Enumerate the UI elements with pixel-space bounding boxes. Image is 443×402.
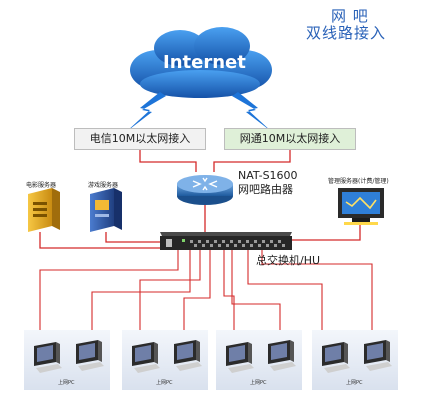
switch-port	[258, 244, 261, 247]
router-icon	[177, 175, 233, 205]
internet-cloud	[130, 27, 272, 98]
internet-label: Internet	[163, 52, 246, 73]
title-line-1: 网 吧	[331, 7, 369, 25]
switch-port	[234, 244, 237, 247]
switch-port	[250, 244, 253, 247]
isp-link-telecom: 电信10M以太网接入	[74, 128, 206, 150]
management-server-label: 管理服务器(计费/管理)	[328, 178, 389, 185]
switch-port	[226, 244, 229, 247]
switch-port	[210, 244, 213, 247]
title-line-2: 双线路接入	[306, 24, 387, 42]
pc-icon	[132, 342, 160, 373]
server-cables	[39, 225, 361, 249]
lightning-left-icon	[126, 92, 166, 132]
pc-icon	[34, 342, 62, 373]
switch-ports	[190, 240, 285, 247]
switch-port	[254, 240, 257, 243]
switch-port	[194, 244, 197, 247]
game-server-icon	[90, 188, 122, 232]
switch-port	[238, 240, 241, 243]
file-server-icon	[28, 188, 60, 232]
file-server-label: 电影服务器	[26, 182, 57, 189]
pc-label: 上网PC	[156, 380, 173, 386]
switch-port	[270, 240, 273, 243]
switch-port	[222, 240, 225, 243]
pc-label: 上网PC	[250, 380, 267, 386]
distribution-cables	[39, 250, 373, 330]
pc-icon	[322, 342, 350, 373]
switch-port	[202, 244, 205, 247]
switch-port	[246, 240, 249, 243]
switch-port	[274, 244, 277, 247]
pc-label: 上网PC	[58, 380, 75, 386]
switch-port	[230, 240, 233, 243]
switch-port	[266, 244, 269, 247]
pc-icon	[364, 340, 392, 371]
switch-label: 总交换机/HU	[256, 254, 321, 267]
switch-port	[262, 240, 265, 243]
pc-icons	[34, 340, 392, 373]
isp-link-netcom: 网通10M以太网接入	[224, 128, 356, 150]
switch-port	[278, 240, 281, 243]
switch-port	[198, 240, 201, 243]
uplink-cables	[139, 148, 291, 232]
lightning-right-icon	[232, 92, 272, 132]
game-server-label: 游戏服务器	[88, 182, 119, 189]
pc-icon	[174, 340, 202, 371]
switch-port	[190, 240, 193, 243]
pc-icon	[226, 342, 254, 373]
pc-label: 上网PC	[346, 380, 363, 386]
router-name: 网吧路由器	[238, 183, 293, 196]
switch-port	[206, 240, 209, 243]
switch-port	[218, 244, 221, 247]
pc-icon	[268, 340, 296, 371]
router-model: NAT-S1600	[238, 169, 298, 182]
switch-port	[242, 244, 245, 247]
switch-port	[214, 240, 217, 243]
switch-port	[282, 244, 285, 247]
pc-icon	[76, 340, 104, 371]
management-monitor-icon	[338, 188, 384, 225]
